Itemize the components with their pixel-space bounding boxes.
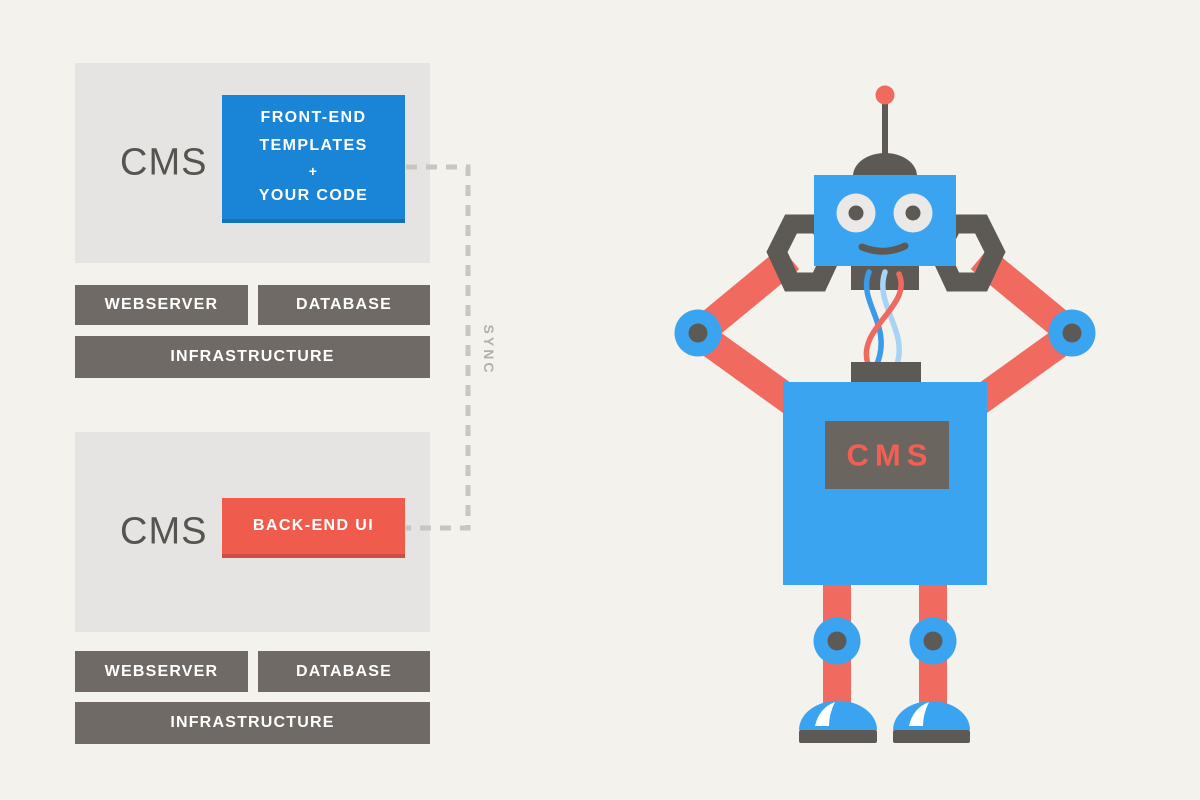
cms-panel-bottom: CMS BACK-END UI bbox=[75, 432, 430, 632]
cms-panel-top-title: CMS bbox=[120, 141, 208, 184]
foot-right-highlight bbox=[909, 702, 929, 726]
infrastructure-bar-bottom: INFRASTRUCTURE bbox=[75, 702, 430, 744]
frontend-box-line-3: YOUR CODE bbox=[258, 187, 369, 204]
robot-knee-left-bolt bbox=[827, 631, 847, 651]
webserver-bar-top: WEBSERVER bbox=[75, 285, 248, 325]
smile-mouth bbox=[858, 242, 909, 255]
database-bar-bottom: DATABASE bbox=[258, 651, 430, 692]
robot-foot-right bbox=[893, 701, 970, 730]
foot-left-highlight bbox=[815, 702, 835, 726]
webserver-bar-bottom: WEBSERVER bbox=[75, 651, 248, 692]
foot-right-sole bbox=[893, 730, 970, 743]
antenna-stem bbox=[882, 100, 888, 158]
robot-foot-left bbox=[799, 700, 877, 730]
frontend-templates-box: FRONT-END TEMPLATES + YOUR CODE bbox=[222, 95, 405, 223]
backend-ui-box: BACK-END UI bbox=[222, 498, 405, 558]
wire-light-blue bbox=[880, 269, 902, 367]
robot-knee-right-bolt bbox=[923, 631, 943, 651]
antenna-ball bbox=[875, 85, 895, 105]
sync-label: SYNC bbox=[481, 325, 497, 376]
frontend-box-line-2: TEMPLATES bbox=[259, 137, 368, 154]
foot-left-sole bbox=[799, 730, 877, 743]
sync-connector-line bbox=[406, 164, 471, 531]
left-eye-pupil bbox=[848, 205, 864, 221]
neck-collar bbox=[851, 362, 921, 382]
chest-label: CMS bbox=[847, 438, 934, 473]
head-dome bbox=[853, 153, 917, 176]
wire-red bbox=[863, 271, 904, 367]
wire-blue bbox=[863, 269, 884, 367]
robot-elbow-left-bolt bbox=[688, 323, 708, 343]
cms-panel-top: CMS FRONT-END TEMPLATES + YOUR CODE bbox=[75, 63, 430, 263]
cms-panel-bottom-title: CMS bbox=[120, 510, 208, 553]
frontend-box-line-1: FRONT-END bbox=[260, 109, 367, 126]
database-bar-top: DATABASE bbox=[258, 285, 430, 325]
cms-robot: CMS bbox=[674, 85, 1096, 743]
chest-panel bbox=[825, 421, 949, 489]
plus-sign: + bbox=[308, 163, 319, 179]
right-eye-pupil bbox=[905, 205, 921, 221]
infrastructure-bar-top: INFRASTRUCTURE bbox=[75, 336, 430, 378]
robot-elbow-right-bolt bbox=[1062, 323, 1082, 343]
